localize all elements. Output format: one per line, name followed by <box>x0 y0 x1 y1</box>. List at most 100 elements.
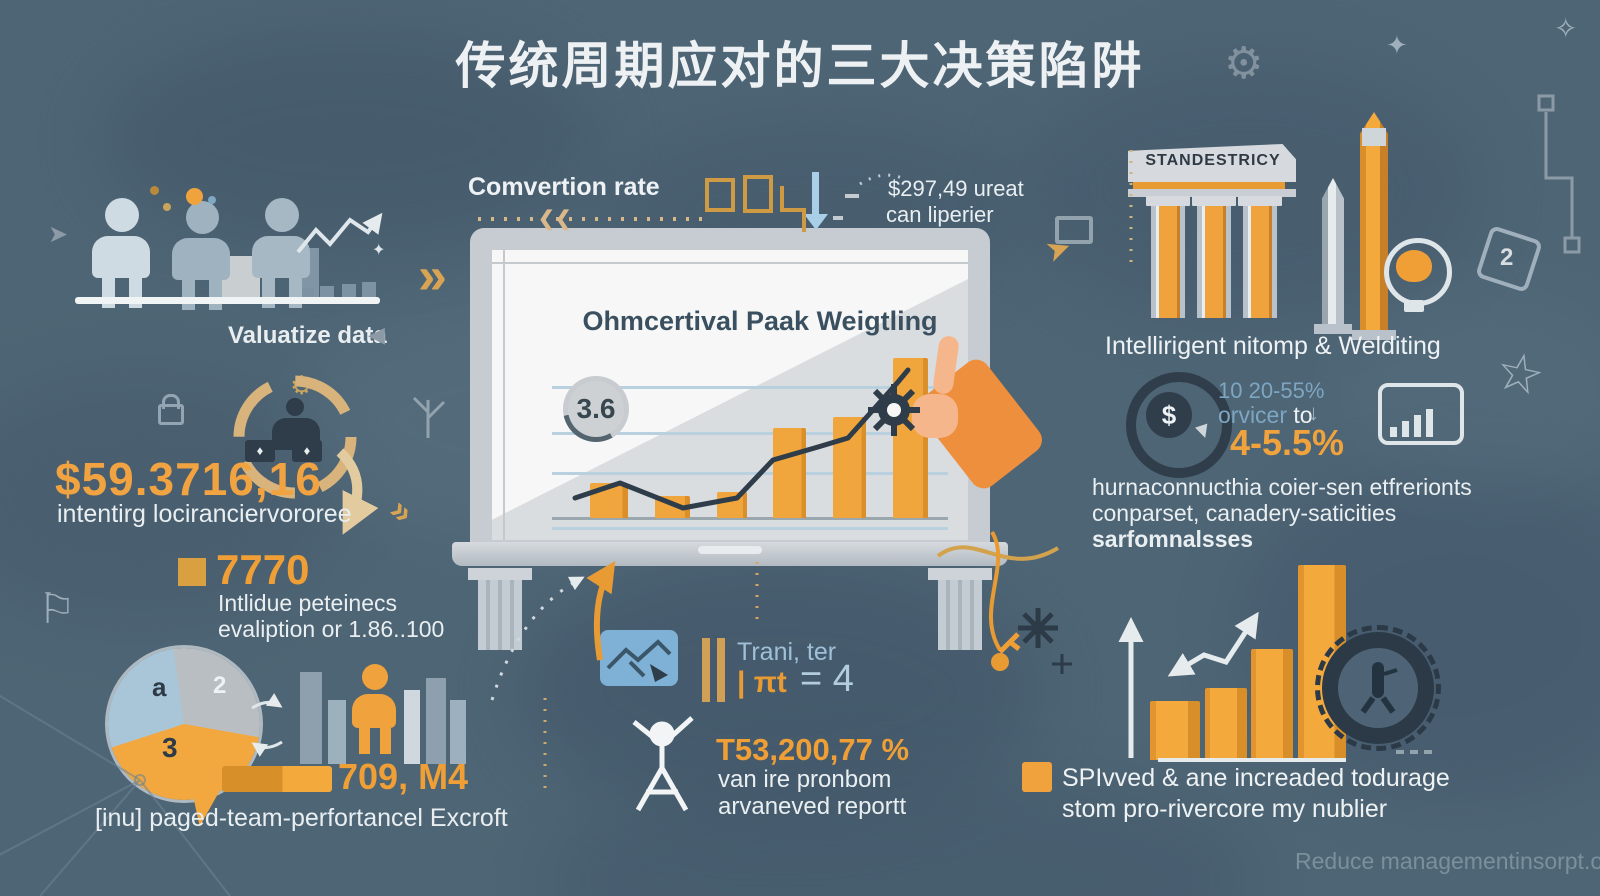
bar <box>426 678 446 764</box>
progress-stat-caption: [inu] paged-team-perfortancel Excroft <box>95 804 508 832</box>
intelligence-connector: orvicer to <box>1218 402 1313 429</box>
dot <box>150 186 159 195</box>
mini-bar <box>320 286 334 300</box>
intelligence-para2: conparset, canadery-saticities <box>1092 500 1397 526</box>
laptop-chart-title: Ohmcertival Paak Weigtling <box>582 306 938 336</box>
page-title: 传统周期应对的三大决策陷阱 <box>455 37 1145 95</box>
dot <box>208 196 216 204</box>
pie-label-a: a <box>152 672 167 702</box>
intelligence-heading: Intellirigent nitomp & Welditing <box>1105 332 1441 360</box>
circuit-node <box>1563 236 1581 254</box>
transfer-result: = 4 <box>800 658 854 700</box>
chart-bar <box>833 417 867 518</box>
column-shaft <box>478 580 522 650</box>
score-stat-value: 7770 <box>216 546 310 593</box>
sparkle-icon: ✦ <box>372 242 386 259</box>
price-tag-label: 2 <box>1500 244 1514 271</box>
pen-tower <box>1360 112 1388 330</box>
brain-icon <box>1396 250 1432 282</box>
bar <box>450 700 466 764</box>
intelligence-para3: sarfomnalsses <box>1092 526 1254 552</box>
bank-label: STANDESTRICY <box>1145 152 1281 169</box>
growth-stat-value: T53,200,77 % <box>716 732 910 767</box>
back-arrows-icon: ❮❮ <box>538 208 572 230</box>
person-silhouette <box>172 201 232 310</box>
watermark: Reduce managementinsorpt.ors <box>1295 848 1600 874</box>
compass-icon-small <box>1052 654 1072 674</box>
money-stat-value: $59.3716,16 <box>55 453 322 505</box>
chevrons-icon: » <box>418 247 447 305</box>
pause-bar <box>717 638 725 702</box>
window-icon <box>1055 216 1093 244</box>
screen-margin-line <box>503 250 505 540</box>
chart-bar <box>1251 649 1294 760</box>
pie-label-3: 3 <box>162 732 178 763</box>
bg-blob <box>100 30 600 250</box>
pen-cap <box>1362 128 1386 146</box>
progress-stat-value: 709, M4 <box>338 756 469 797</box>
chart-bar <box>1204 688 1247 760</box>
column-capital <box>468 568 532 580</box>
chart-bar <box>590 483 628 518</box>
chart-doodle-icon <box>1378 383 1464 445</box>
dollar-gear-ring <box>1126 372 1232 478</box>
dot <box>186 188 203 205</box>
laptop-notch <box>698 546 762 554</box>
column-capital <box>1238 196 1282 206</box>
badge-inner: 3.6 <box>568 381 624 437</box>
circuit-node <box>1537 94 1555 112</box>
square-outline <box>705 178 735 212</box>
intelligence-rate: 4-5.5% <box>1230 422 1345 463</box>
left-arrow-icon: ◀ <box>368 322 385 347</box>
transfer-label: Trani, ter <box>737 638 837 666</box>
badge-value: 3.6 <box>576 393 616 424</box>
cost-note-line1: $297,49 ureat <box>888 176 1024 201</box>
person-orange <box>352 664 398 754</box>
compass-center <box>1032 622 1044 634</box>
chart-bar <box>654 496 690 518</box>
down-arrow-head <box>804 214 828 230</box>
compass-icon <box>1018 608 1058 648</box>
chart-baseline <box>552 517 948 520</box>
pen-base <box>1352 330 1396 340</box>
growth-stat-line2: arvaneved reportt <box>718 793 907 820</box>
score-stat-line2: evaliption or 1.86..100 <box>218 616 445 642</box>
badge-circle: 3.6 <box>563 376 629 442</box>
obelisk <box>1322 178 1344 324</box>
hand-fist <box>912 394 958 438</box>
bank-column <box>1197 206 1231 318</box>
chart-bar <box>773 428 807 518</box>
cost-note-line2: can liperier <box>886 202 994 227</box>
gear-icon <box>868 384 920 436</box>
screen-top-line <box>492 262 968 264</box>
progress-bar <box>222 766 332 792</box>
down-arrow-shaft <box>812 172 819 216</box>
summary-line2: stom pro-rivercore my nublier <box>1062 795 1388 823</box>
intelligence-para1: hurnaconnucthia coier-sen etfrerionts <box>1092 474 1472 500</box>
column-shaft <box>938 580 982 650</box>
seal-inner <box>1338 648 1418 728</box>
small-arrow <box>251 740 283 757</box>
mini-bar <box>362 282 376 300</box>
column-capital <box>1146 196 1190 206</box>
message-chart-icon <box>600 630 678 686</box>
growth-stat-line1: van ire pronbom <box>718 766 892 793</box>
chart-gridline <box>552 527 948 530</box>
people-caption: Valuatize data <box>228 322 387 349</box>
flag-icon: ⚐ <box>38 585 76 632</box>
lock-icon <box>162 394 180 409</box>
pie-label-2: 2 <box>213 672 227 699</box>
conversion-label: Comvertion rate <box>468 173 660 201</box>
bank-base <box>1128 189 1296 197</box>
column-capital <box>1192 196 1236 206</box>
bank-column <box>1151 206 1185 318</box>
sparkle-icon: ✦ <box>1386 30 1408 60</box>
chart-bar <box>1150 701 1200 760</box>
observer-figure-icon <box>632 716 694 812</box>
bar <box>328 700 346 764</box>
bar <box>404 690 420 764</box>
growth-bars <box>1150 565 1346 760</box>
gear-small-icon: ⚙ <box>290 370 314 400</box>
money-stat-caption: intentirg lociranciervororee <box>57 500 352 528</box>
intelligence-range: 10 20-55% <box>1218 378 1325 403</box>
